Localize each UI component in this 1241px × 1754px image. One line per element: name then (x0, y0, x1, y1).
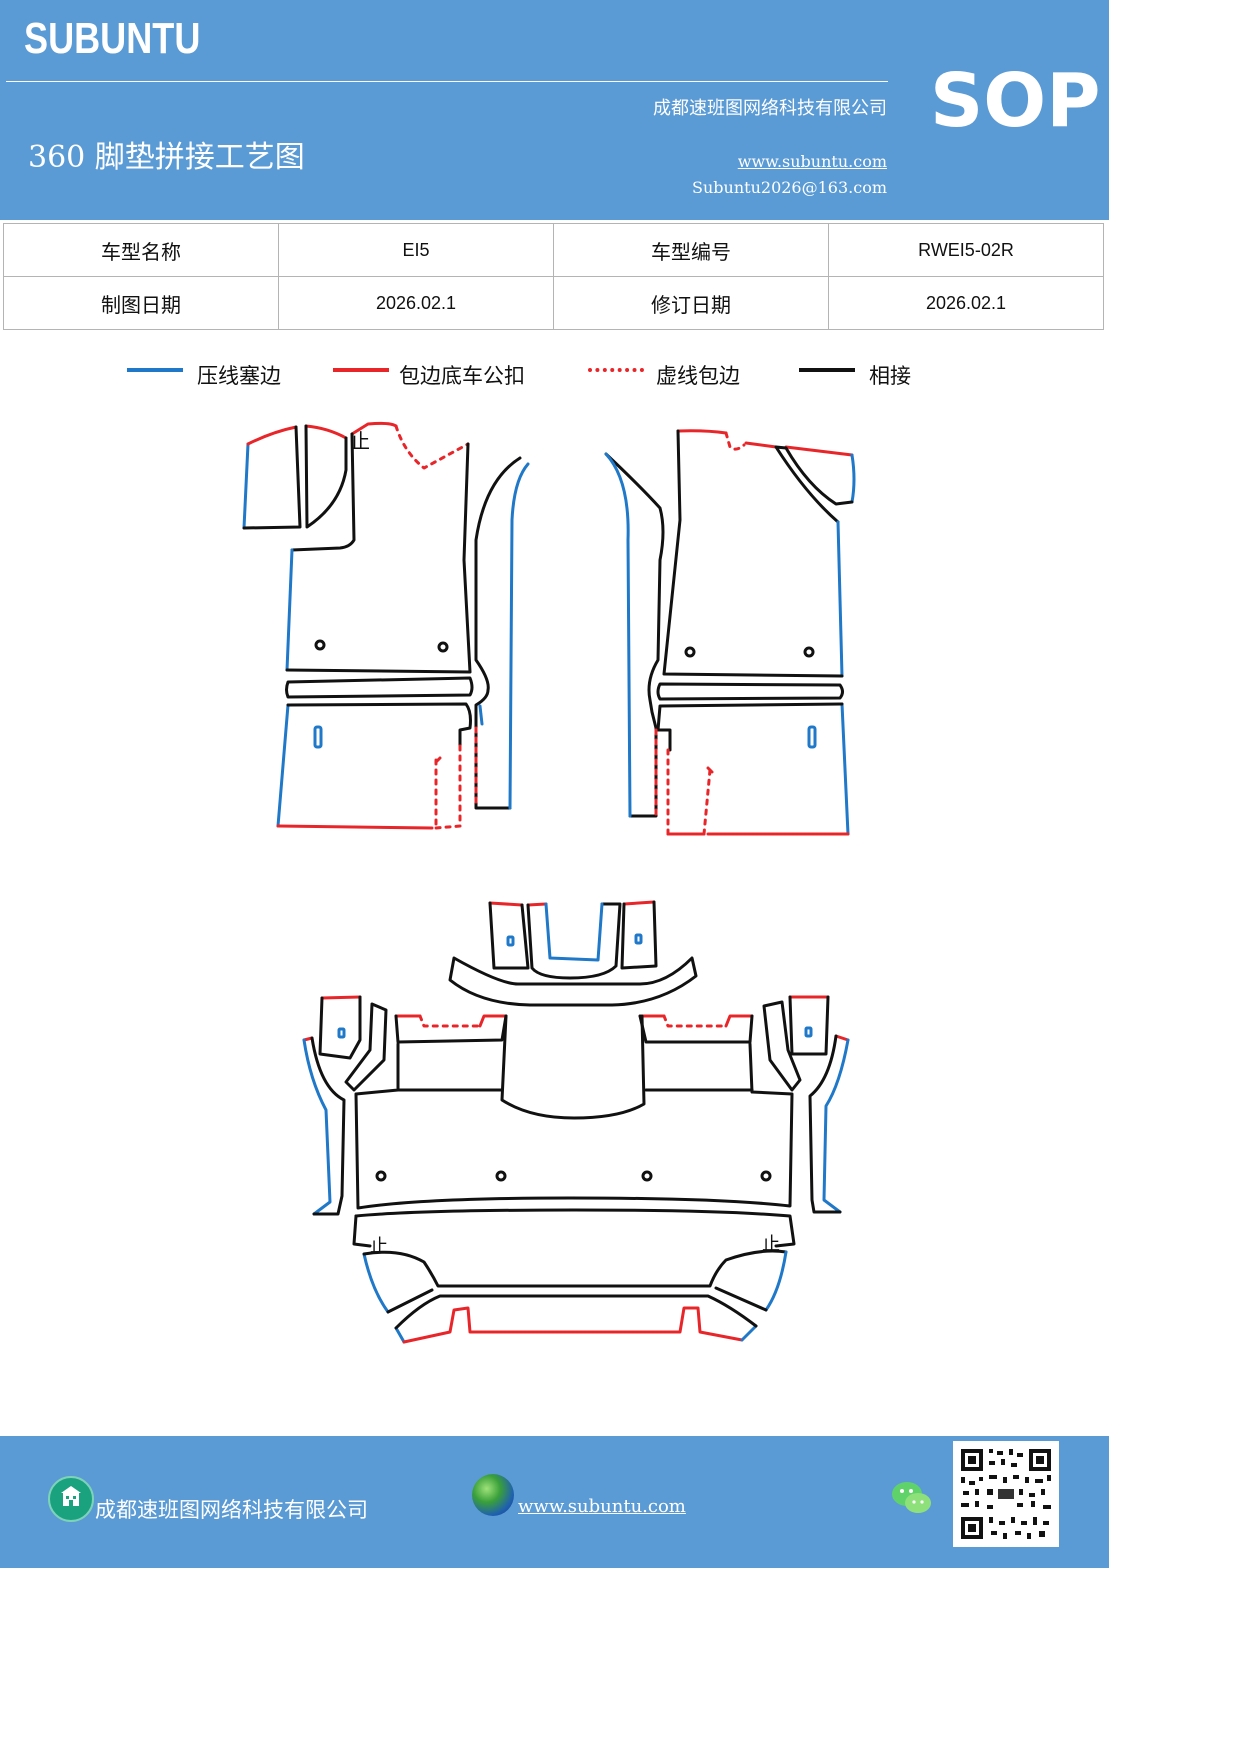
revision-date-value: 2026.02.1 (828, 276, 1104, 330)
legend-label: 包边底车公扣 (399, 364, 525, 388)
draw-date-label: 制图日期 (3, 276, 279, 330)
flap-top-edge (246, 425, 298, 446)
legend-label: 压线塞边 (197, 364, 281, 388)
stop-mark-front: 止 (350, 429, 370, 453)
globe-icon (472, 1474, 514, 1516)
stop-mark-left: 止 (370, 1236, 388, 1257)
draw-date-value: 2026.02.1 (278, 276, 554, 330)
model-name-value: EI5 (278, 223, 554, 277)
footer-company: 成都速班图网络科技有限公司 (95, 1498, 368, 1522)
qr-code (953, 1441, 1059, 1547)
page-title: 360 脚垫拼接工艺图 (28, 140, 305, 175)
legend-red-line (333, 368, 389, 372)
sop-label: SOP (930, 58, 1101, 144)
legend-label: 相接 (869, 364, 911, 388)
vehicle-info-table: 车型名称 EI5 车型编号 RWEI5-02R 制图日期 2026.02.1 修… (3, 223, 1104, 330)
header-divider (6, 81, 888, 82)
rear-mat: 止 止 (302, 900, 850, 1344)
footer-url-link[interactable]: www.subuntu.com (518, 1496, 686, 1517)
building-icon (48, 1476, 94, 1522)
model-code-label: 车型编号 (553, 223, 829, 277)
header-company: 成都速班图网络科技有限公司 (653, 98, 887, 119)
footer-banner: 成都速班图网络科技有限公司 www.subuntu.com (0, 1436, 1109, 1568)
header-email: Subuntu2026@163.com (692, 178, 887, 197)
legend-label: 虚线包边 (656, 364, 740, 388)
table-row: 制图日期 2026.02.1 修订日期 2026.02.1 (3, 276, 1104, 330)
flap-left-edge (242, 442, 250, 530)
line-legend: 压线塞边 包边底车公扣 虚线包边 相接 (0, 358, 1109, 392)
slant-flap-top (304, 424, 348, 440)
revision-date-label: 修订日期 (553, 276, 829, 330)
legend-red-dotted-line (588, 368, 644, 372)
flap-join (242, 425, 302, 530)
header-banner: SUBUNTU 成都速班图网络科技有限公司 360 脚垫拼接工艺图 www.su… (0, 0, 1109, 220)
model-code-value: RWEI5-02R (828, 223, 1104, 277)
floor-mat-diagram: 止 止 止 (242, 421, 856, 1344)
dotted-top (394, 424, 470, 470)
legend-black-line (799, 368, 855, 372)
main-left-edge (285, 548, 294, 672)
front-left-mat (242, 421, 530, 830)
model-name-label: 车型名称 (3, 223, 279, 277)
brand-logo: SUBUNTU (24, 14, 201, 63)
legend-blue-line (127, 368, 183, 372)
stop-mark-right: 止 (762, 1234, 780, 1255)
slant-flap-join (304, 424, 348, 529)
table-row: 车型名称 EI5 车型编号 RWEI5-02R (3, 223, 1104, 277)
header-url-link[interactable]: www.subuntu.com (737, 152, 887, 171)
wechat-icon[interactable] (890, 1478, 934, 1522)
front-right-mat (604, 429, 856, 836)
